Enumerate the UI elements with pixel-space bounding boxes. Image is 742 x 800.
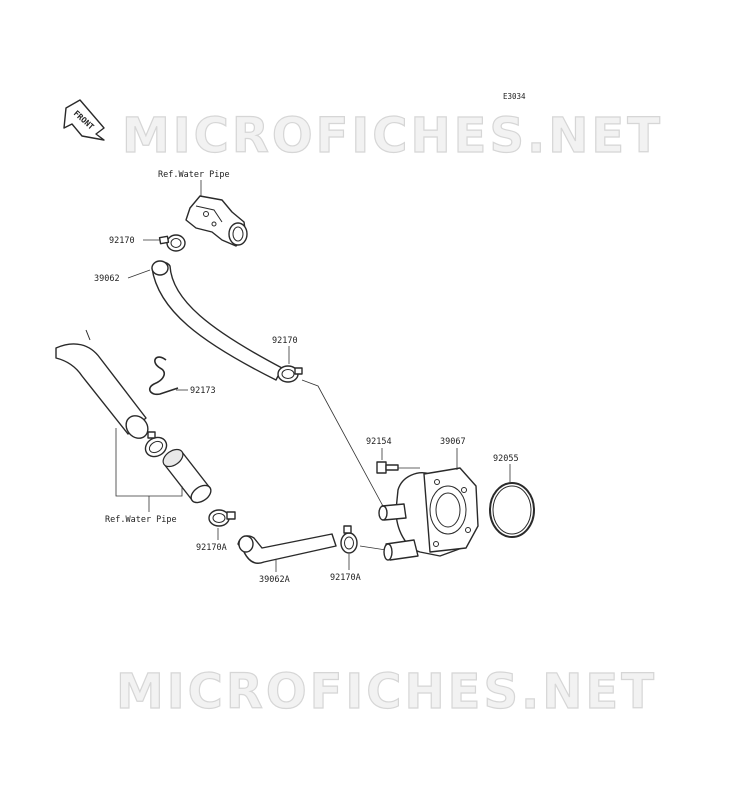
bolt-92154 [376, 461, 399, 474]
clamp-92170a-left [208, 509, 236, 527]
label-92154: 92154 [366, 437, 392, 447]
o-ring-92055 [489, 482, 535, 538]
short-pipe [162, 448, 212, 504]
front-arrow-icon: FRONT [63, 99, 105, 141]
water-pipe-fitting-top [185, 195, 248, 247]
label-92170a-right: 92170A [330, 573, 361, 583]
hose-39062 [151, 260, 283, 381]
water-pipe-left [55, 329, 149, 439]
watermark-top: MICROFICHES.NET [122, 108, 663, 164]
wire-clip-92173 [148, 356, 179, 396]
watermark-bottom: MICROFICHES.NET [116, 664, 657, 720]
diagram-code: E3034 [503, 92, 526, 101]
hose-39062a [237, 533, 337, 564]
clamp-lower-pipe [144, 431, 168, 458]
clamp-92170-top [158, 234, 186, 252]
label-92170-mid: 92170 [272, 336, 298, 346]
label-39062a: 39062A [259, 575, 290, 585]
clamp-92170a-right [340, 525, 358, 554]
label-92170-top: 92170 [109, 236, 135, 246]
label-ref-water-pipe-bottom: Ref.Water Pipe [105, 515, 177, 525]
clamp-92170-mid [277, 365, 303, 383]
label-92170a-left: 92170A [196, 543, 227, 553]
label-ref-water-pipe-top: Ref.Water Pipe [158, 170, 230, 180]
label-92055: 92055 [493, 454, 519, 464]
label-92173: 92173 [190, 386, 216, 396]
oil-cooler-39067 [378, 467, 479, 561]
label-39062: 39062 [94, 274, 120, 284]
label-39067: 39067 [440, 437, 466, 447]
